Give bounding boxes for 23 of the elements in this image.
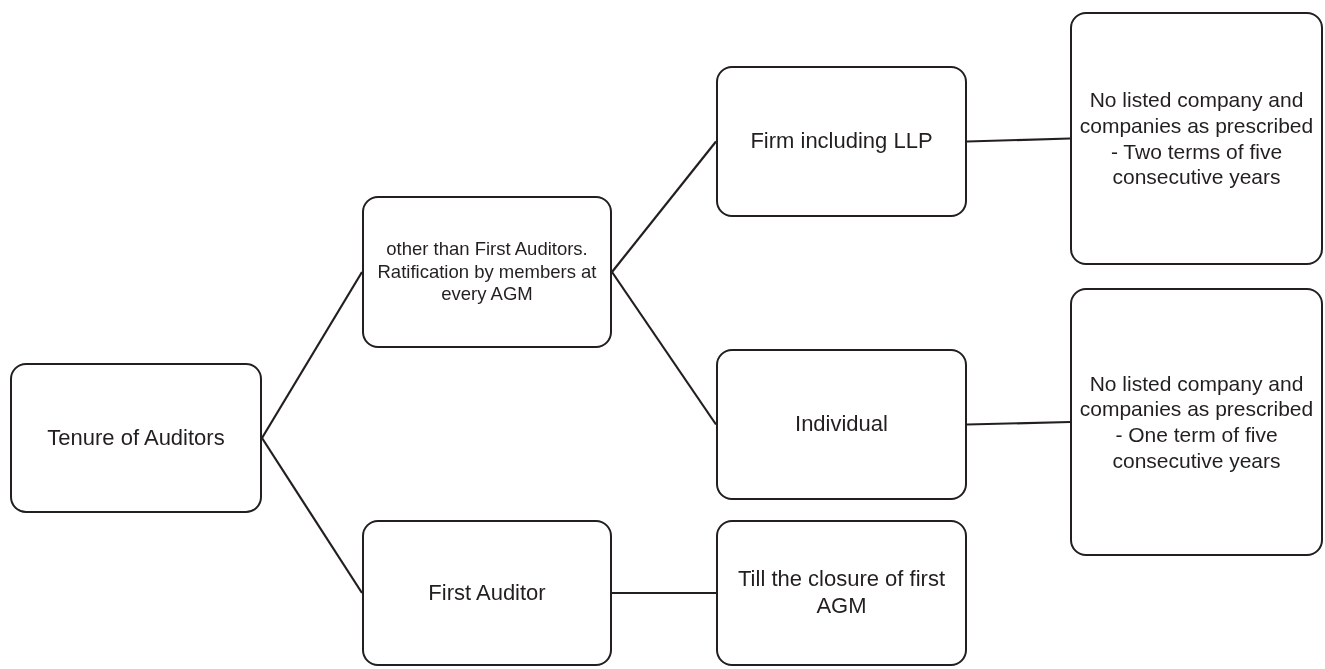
box-text: Till the closure of first AGM (737, 566, 946, 620)
connector-line (261, 271, 363, 439)
rounded-box (362, 196, 612, 348)
box-text: Firm including LLP (750, 128, 933, 155)
box-text: No listed company and companies as prescribed - Two terms of five consecutive years (1078, 87, 1315, 190)
box-text: Tenure of Auditors (47, 424, 225, 452)
connector-line (612, 591, 716, 595)
rounded-box (716, 520, 967, 666)
connector-line (966, 420, 1071, 426)
box-text: other than First Auditors. Ratification by members at every AGM (376, 238, 598, 306)
rounded-box (10, 363, 262, 513)
rounded-box (362, 520, 612, 666)
box-text: No listed company and companies as prescribed - One term of five consecutive years (1078, 370, 1315, 474)
connector-line (611, 140, 717, 273)
rounded-box (1070, 12, 1323, 265)
connector-line (966, 137, 1071, 143)
connector-line (261, 437, 363, 594)
rounded-box (716, 349, 967, 500)
box-text: First Auditor (428, 579, 546, 607)
rounded-box (1070, 288, 1323, 556)
rounded-box (716, 66, 967, 217)
connector-line (611, 271, 717, 426)
box-text: Individual (795, 411, 888, 438)
